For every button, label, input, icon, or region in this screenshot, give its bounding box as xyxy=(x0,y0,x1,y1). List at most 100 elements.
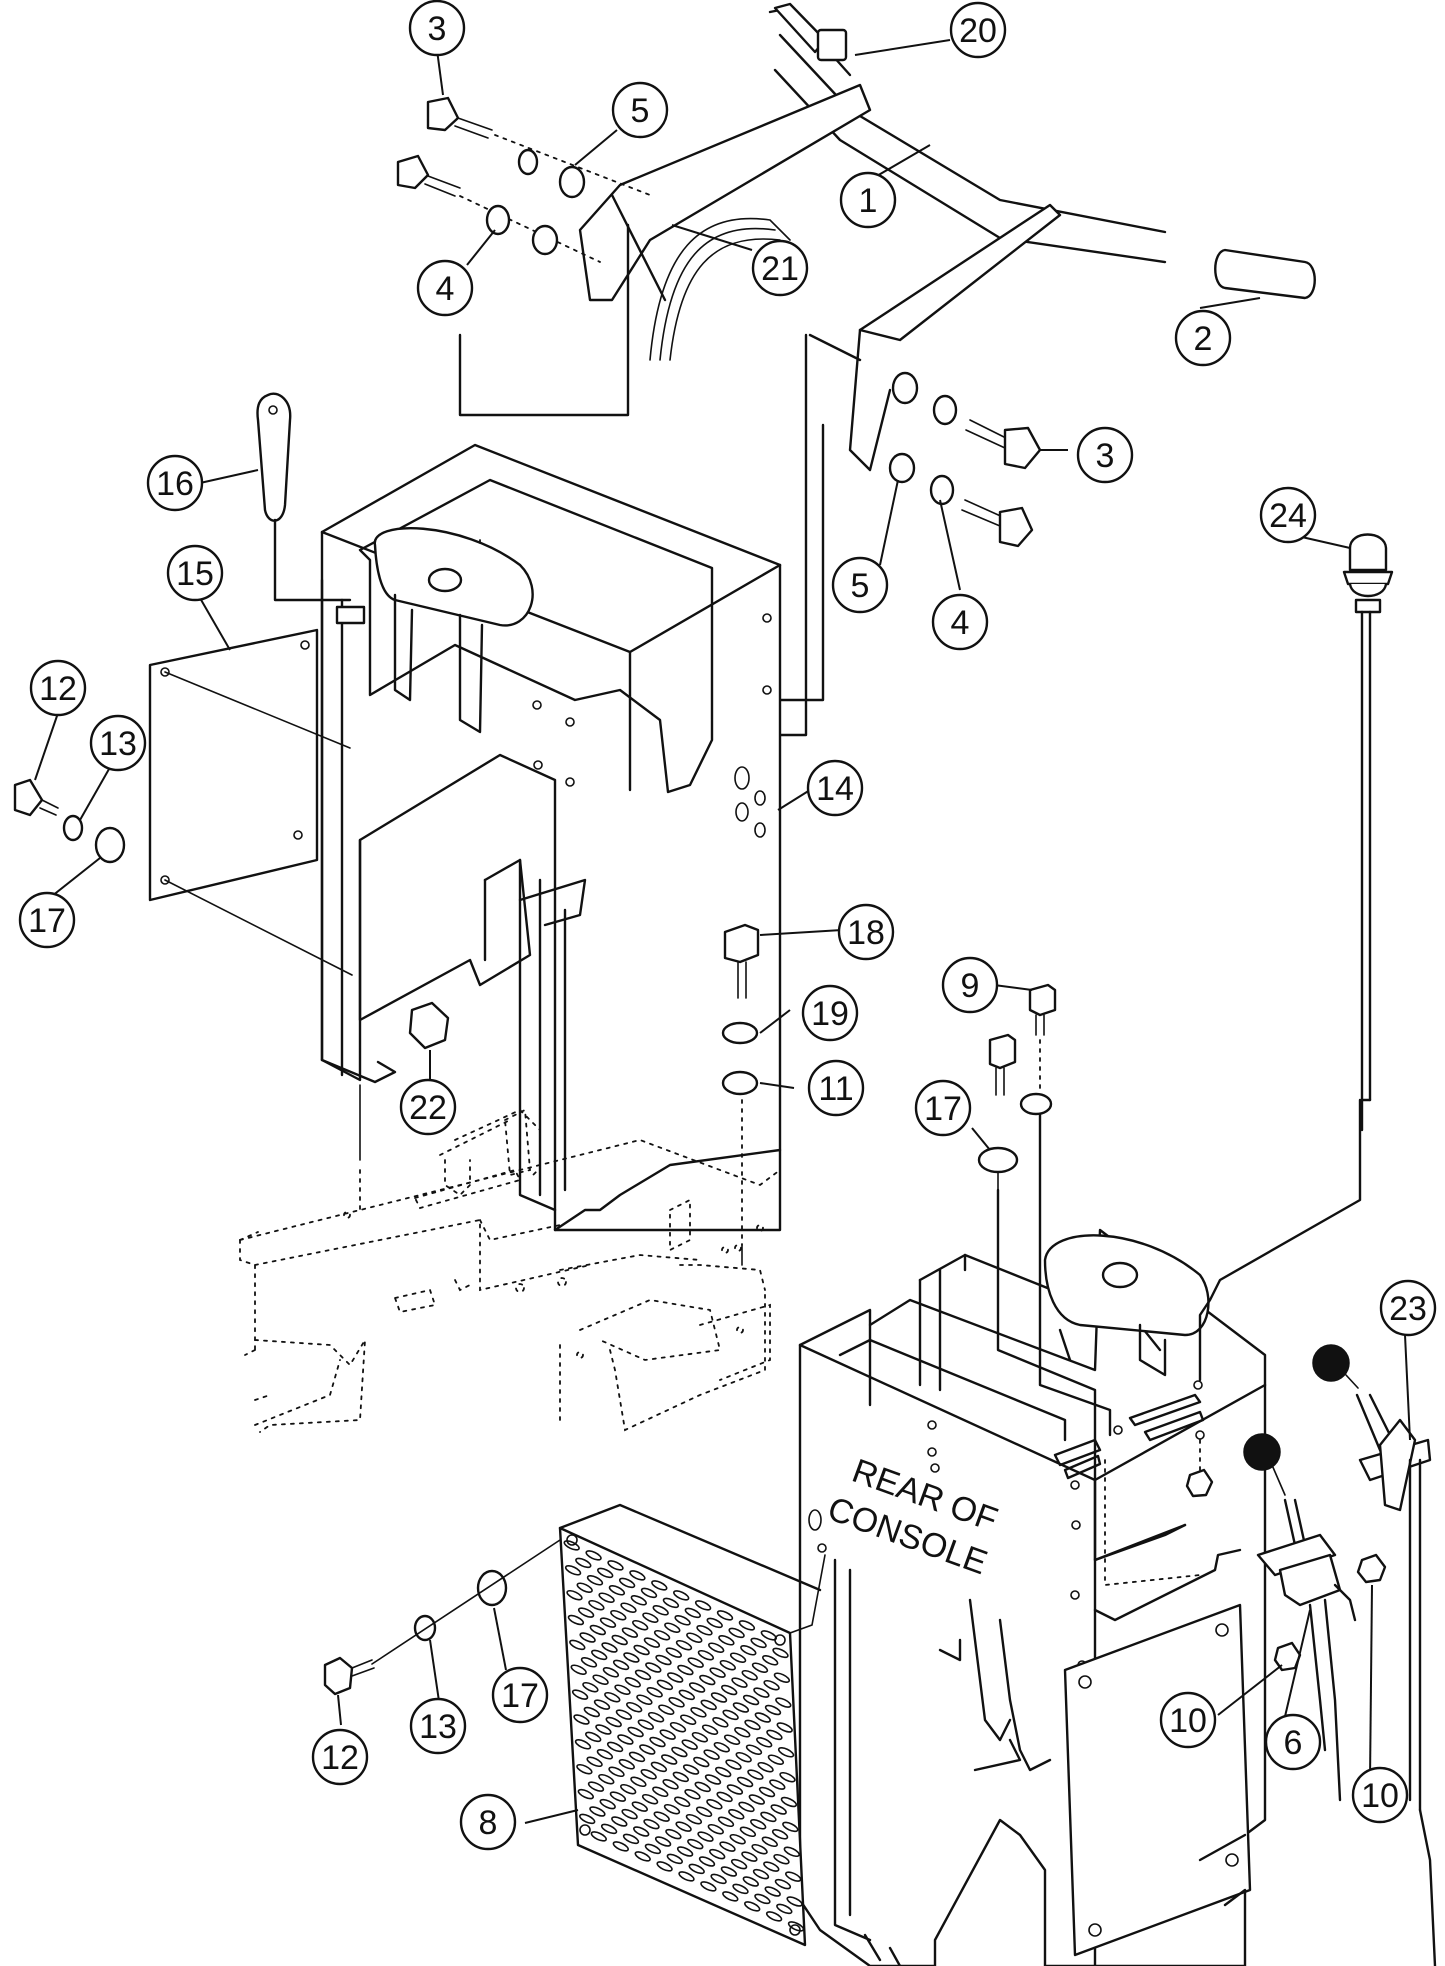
grille-hole xyxy=(675,1639,693,1651)
grille-hole xyxy=(614,1684,631,1695)
grille-hole xyxy=(656,1679,674,1691)
bolt-3-upper xyxy=(426,96,493,139)
grille-hole xyxy=(671,1746,688,1758)
grille-hole xyxy=(620,1783,637,1795)
grille-hole xyxy=(636,1694,653,1705)
washer-17-mid xyxy=(977,1146,1019,1174)
nut-22 xyxy=(408,1001,450,1050)
grille-hole xyxy=(745,1744,763,1755)
grille-hole xyxy=(643,1637,661,1648)
callout-circle xyxy=(837,903,895,961)
grille-hole xyxy=(738,1801,755,1813)
grille-hole xyxy=(651,1580,668,1591)
callout-label: 15 xyxy=(176,555,214,593)
callout-label: 4 xyxy=(436,270,455,308)
grille-hole xyxy=(729,1652,747,1663)
callout-c9: 9 xyxy=(941,956,999,1014)
grille-hole xyxy=(665,1647,682,1658)
grille-hole xyxy=(580,1657,598,1668)
callout-circle xyxy=(831,556,889,614)
machine-frame xyxy=(239,1108,781,1433)
callout-label: 18 xyxy=(847,914,885,952)
grille-hole xyxy=(715,1766,732,1778)
grille-hole xyxy=(763,1679,780,1691)
bolt-3-right xyxy=(965,419,1042,470)
grille-hole xyxy=(628,1751,646,1763)
callout-circle xyxy=(311,1728,369,1786)
nut-10-b xyxy=(1356,1553,1387,1584)
grille-hole xyxy=(767,1754,785,1765)
callout-label: 20 xyxy=(959,12,997,50)
callout-label: 6 xyxy=(1284,1724,1303,1762)
callout-circle xyxy=(29,659,87,717)
grille-hole xyxy=(663,1803,681,1815)
washer-17-lower xyxy=(476,1569,508,1607)
grille-hole xyxy=(576,1763,593,1775)
callout-label: 12 xyxy=(321,1739,359,1777)
bolt-4-upper xyxy=(396,154,461,197)
callout-circle xyxy=(611,81,669,139)
callout-circle xyxy=(931,593,989,651)
grille-hole xyxy=(680,1714,697,1725)
grille-hole xyxy=(593,1699,611,1710)
grille-hole xyxy=(664,1622,681,1633)
callout-label: 5 xyxy=(631,92,650,130)
callout-c5a: 5 xyxy=(611,81,669,139)
grille-hole xyxy=(624,1677,641,1688)
grille-hole xyxy=(752,1868,770,1880)
callout-c1: 1 xyxy=(839,171,897,229)
callout-label: 10 xyxy=(1361,1777,1399,1815)
grille-hole xyxy=(675,1821,692,1832)
grille-hole xyxy=(599,1617,617,1628)
grille-hole xyxy=(633,1826,650,1837)
grille-hole xyxy=(595,1724,612,1735)
grille-hole xyxy=(674,1615,691,1626)
grille-hole xyxy=(758,1786,776,1798)
grille-hole xyxy=(762,1655,779,1666)
callout-label: 13 xyxy=(99,725,137,763)
grille-hole xyxy=(571,1689,589,1700)
grille-hole xyxy=(741,1669,758,1681)
leader-lines xyxy=(34,39,1411,1824)
grille-hole xyxy=(697,1831,714,1842)
washer-9 xyxy=(1019,1092,1053,1116)
grille-hole xyxy=(600,1823,618,1835)
washer-13-lower xyxy=(413,1614,437,1642)
grille-hole xyxy=(698,1856,716,1867)
callout-c18: 18 xyxy=(837,903,895,961)
grille-hole xyxy=(621,1627,639,1638)
callout-c10a: 10 xyxy=(1159,1691,1217,1749)
grille-hole xyxy=(610,1609,627,1621)
grille-hole xyxy=(740,1645,757,1656)
grille-hole xyxy=(748,1794,765,1805)
callout-circle xyxy=(1379,1279,1437,1337)
callout-label: 21 xyxy=(761,250,799,288)
grille-hole xyxy=(700,1699,717,1711)
grille-hole xyxy=(703,1749,720,1760)
grille-hole xyxy=(592,1674,609,1685)
grille-hole xyxy=(741,1851,758,1862)
callout-label: 10 xyxy=(1169,1702,1207,1740)
grille-hole xyxy=(602,1667,620,1678)
grille-hole xyxy=(583,1706,600,1718)
callout-c4b: 4 xyxy=(931,593,989,651)
grille-hole xyxy=(783,1846,800,1858)
grille-hole xyxy=(607,1560,624,1571)
callout-label: 19 xyxy=(811,995,849,1033)
grille-hole xyxy=(761,1836,778,1848)
grille-hole xyxy=(751,1843,768,1855)
callout-label: 1 xyxy=(859,182,878,220)
grille-perforations xyxy=(563,1540,805,1932)
grille-hole xyxy=(742,1694,760,1706)
callout-circle xyxy=(941,956,999,1014)
grille-hole xyxy=(706,1617,723,1629)
callout-c3a: 3 xyxy=(408,0,466,57)
washer-4-lower-right xyxy=(929,474,955,506)
grille-hole xyxy=(634,1669,652,1681)
grille-hole xyxy=(750,1819,767,1830)
callout-c5b: 5 xyxy=(831,556,889,614)
bolt-18 xyxy=(723,923,760,999)
grille-hole xyxy=(773,1672,791,1683)
grille-hole xyxy=(726,1784,744,1795)
